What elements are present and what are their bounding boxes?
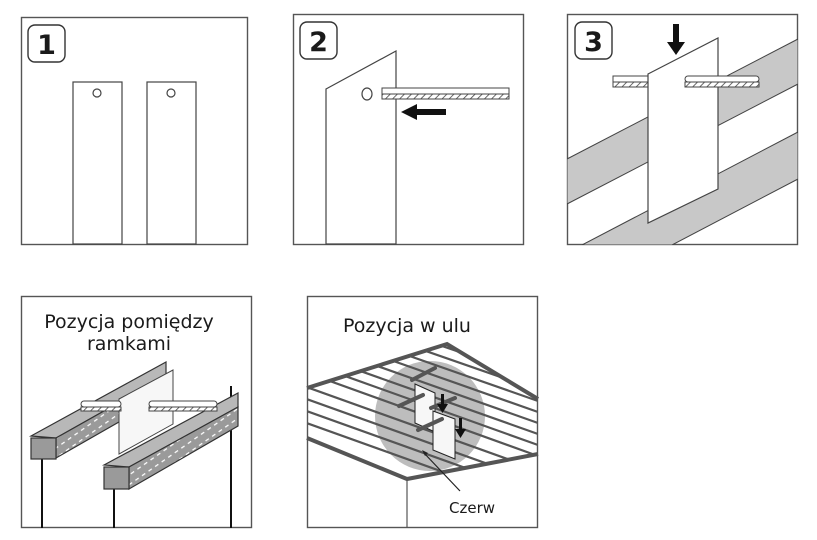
step-1-panel: 1	[20, 16, 249, 246]
strip-right	[146, 81, 197, 245]
arrow-left-icon	[401, 104, 446, 120]
hole-icon	[361, 87, 373, 101]
step-badge-frame	[299, 21, 338, 60]
strip	[432, 410, 456, 460]
step-number: 1	[37, 30, 56, 61]
caption-line-2: ramkami	[87, 333, 171, 355]
rod	[416, 417, 444, 432]
step-2-panel: 2	[292, 13, 525, 246]
arrow-down-icon	[455, 418, 466, 438]
callout-label: Czerw	[449, 499, 495, 517]
strip-left	[72, 81, 123, 245]
caption: Pozycja w ulu	[343, 315, 471, 337]
rod	[397, 393, 425, 408]
rod	[381, 87, 510, 100]
step-3-panel: 3	[566, 13, 799, 246]
strip	[325, 49, 397, 245]
arrow-down-icon	[437, 394, 448, 413]
step-number: 2	[309, 27, 328, 58]
hole-icon	[92, 88, 102, 98]
hive-outline	[306, 341, 540, 401]
rod	[410, 366, 437, 382]
callout-line	[423, 452, 461, 492]
strip	[118, 369, 174, 455]
callout-arrowhead	[422, 450, 428, 456]
position-between-frames-panel: Pozycja pomiędzy ramkami	[20, 295, 253, 529]
arrow-down-icon	[667, 24, 685, 55]
hole-icon	[166, 88, 176, 98]
position-in-hive-panel: Pozycja w ulu	[306, 295, 540, 529]
rod-right	[148, 400, 218, 412]
caption-line-1: Pozycja pomiędzy	[44, 311, 213, 333]
step-badge-frame	[574, 21, 613, 60]
rod-left	[80, 400, 122, 412]
step-number: 3	[584, 27, 603, 58]
rod-right	[684, 75, 760, 88]
step-badge-frame	[27, 24, 66, 63]
